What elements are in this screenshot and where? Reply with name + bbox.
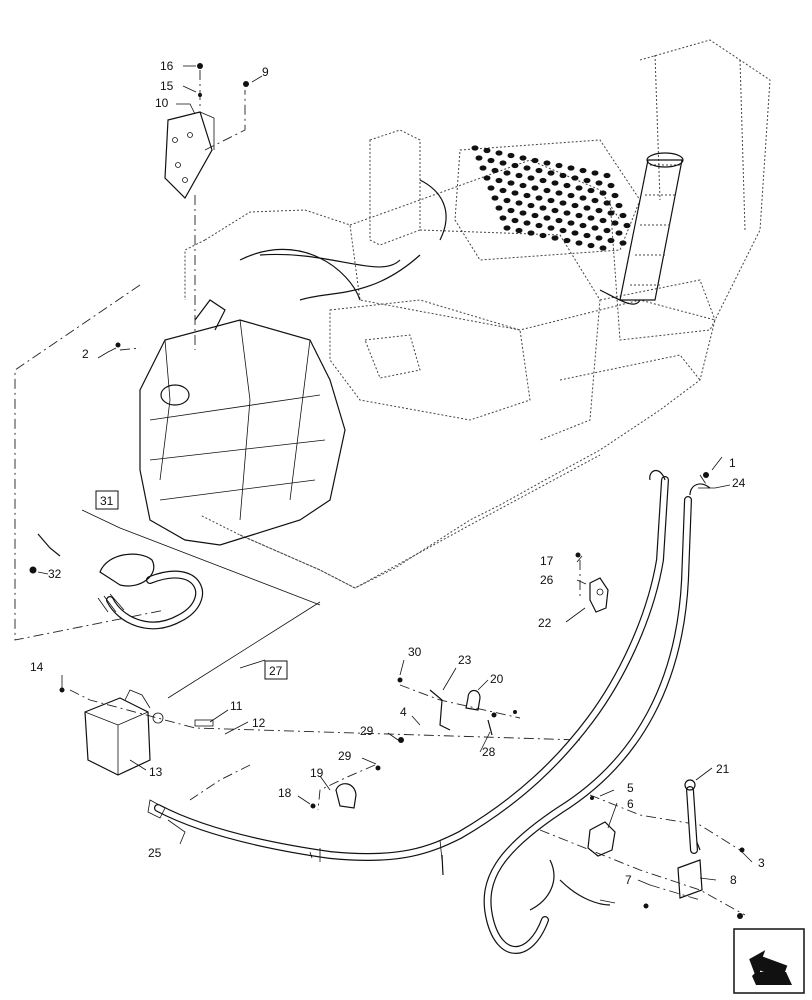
callout-14: 14 (30, 660, 44, 674)
callout-17: 17 (540, 554, 554, 568)
callout-23: 23 (458, 653, 472, 667)
callout-12: 12 (252, 716, 266, 730)
callout-29-a: 29 (360, 724, 374, 738)
callout-5: 5 (627, 781, 634, 795)
hose-24 (483, 470, 711, 954)
hose-25 (147, 476, 669, 876)
callout-3: 3 (758, 856, 765, 870)
pump-6-group (529, 779, 703, 911)
fuel-filter-13 (84, 689, 214, 776)
callout-8: 8 (730, 873, 737, 887)
exhaust-pipe (619, 152, 684, 301)
callout-22: 22 (538, 616, 552, 630)
coolant-hoses (239, 179, 641, 305)
svg-text:27: 27 (269, 664, 283, 678)
callout-29-b: 29 (338, 749, 352, 763)
arrow-navigation-icon[interactable] (733, 928, 805, 994)
callout-25: 25 (148, 846, 162, 860)
callout-16: 16 (160, 59, 174, 73)
assembly-lines (14, 70, 746, 916)
callout-4: 4 (400, 705, 407, 719)
callout-21: 21 (716, 762, 730, 776)
callout-32: 32 (48, 567, 62, 581)
fuel-tank (139, 299, 346, 546)
callout-15: 15 (160, 79, 174, 93)
callout-28: 28 (482, 745, 496, 759)
callout-10: 10 (155, 96, 169, 110)
small-fasteners (29, 63, 745, 919)
boxed-callout-31: 31 (95, 490, 119, 510)
callout-2: 2 (82, 347, 89, 361)
callout-24: 24 (732, 476, 746, 490)
callout-11: 11 (230, 699, 243, 713)
callout-13: 13 (149, 765, 163, 779)
callouts: 1 2 3 4 5 6 7 8 9 10 11 12 13 14 15 16 1… (30, 59, 765, 887)
cable-kit (37, 533, 203, 630)
callout-30: 30 (408, 645, 422, 659)
callout-26: 26 (540, 573, 554, 587)
svg-text:31: 31 (100, 494, 114, 508)
callout-9: 9 (262, 65, 269, 79)
callout-6: 6 (627, 797, 634, 811)
sensor-22 (589, 577, 609, 613)
bracket-10 (164, 111, 215, 199)
callout-20: 20 (490, 672, 504, 686)
callout-7: 7 (625, 873, 632, 887)
callout-1: 1 (729, 456, 736, 470)
machine-frame (184, 39, 771, 589)
leader-lines (37, 65, 753, 886)
callout-19: 19 (310, 766, 324, 780)
callout-18: 18 (278, 786, 292, 800)
boxed-callout-27: 27 (264, 660, 288, 680)
grate-panel (471, 145, 631, 251)
clip-brackets (335, 689, 493, 809)
